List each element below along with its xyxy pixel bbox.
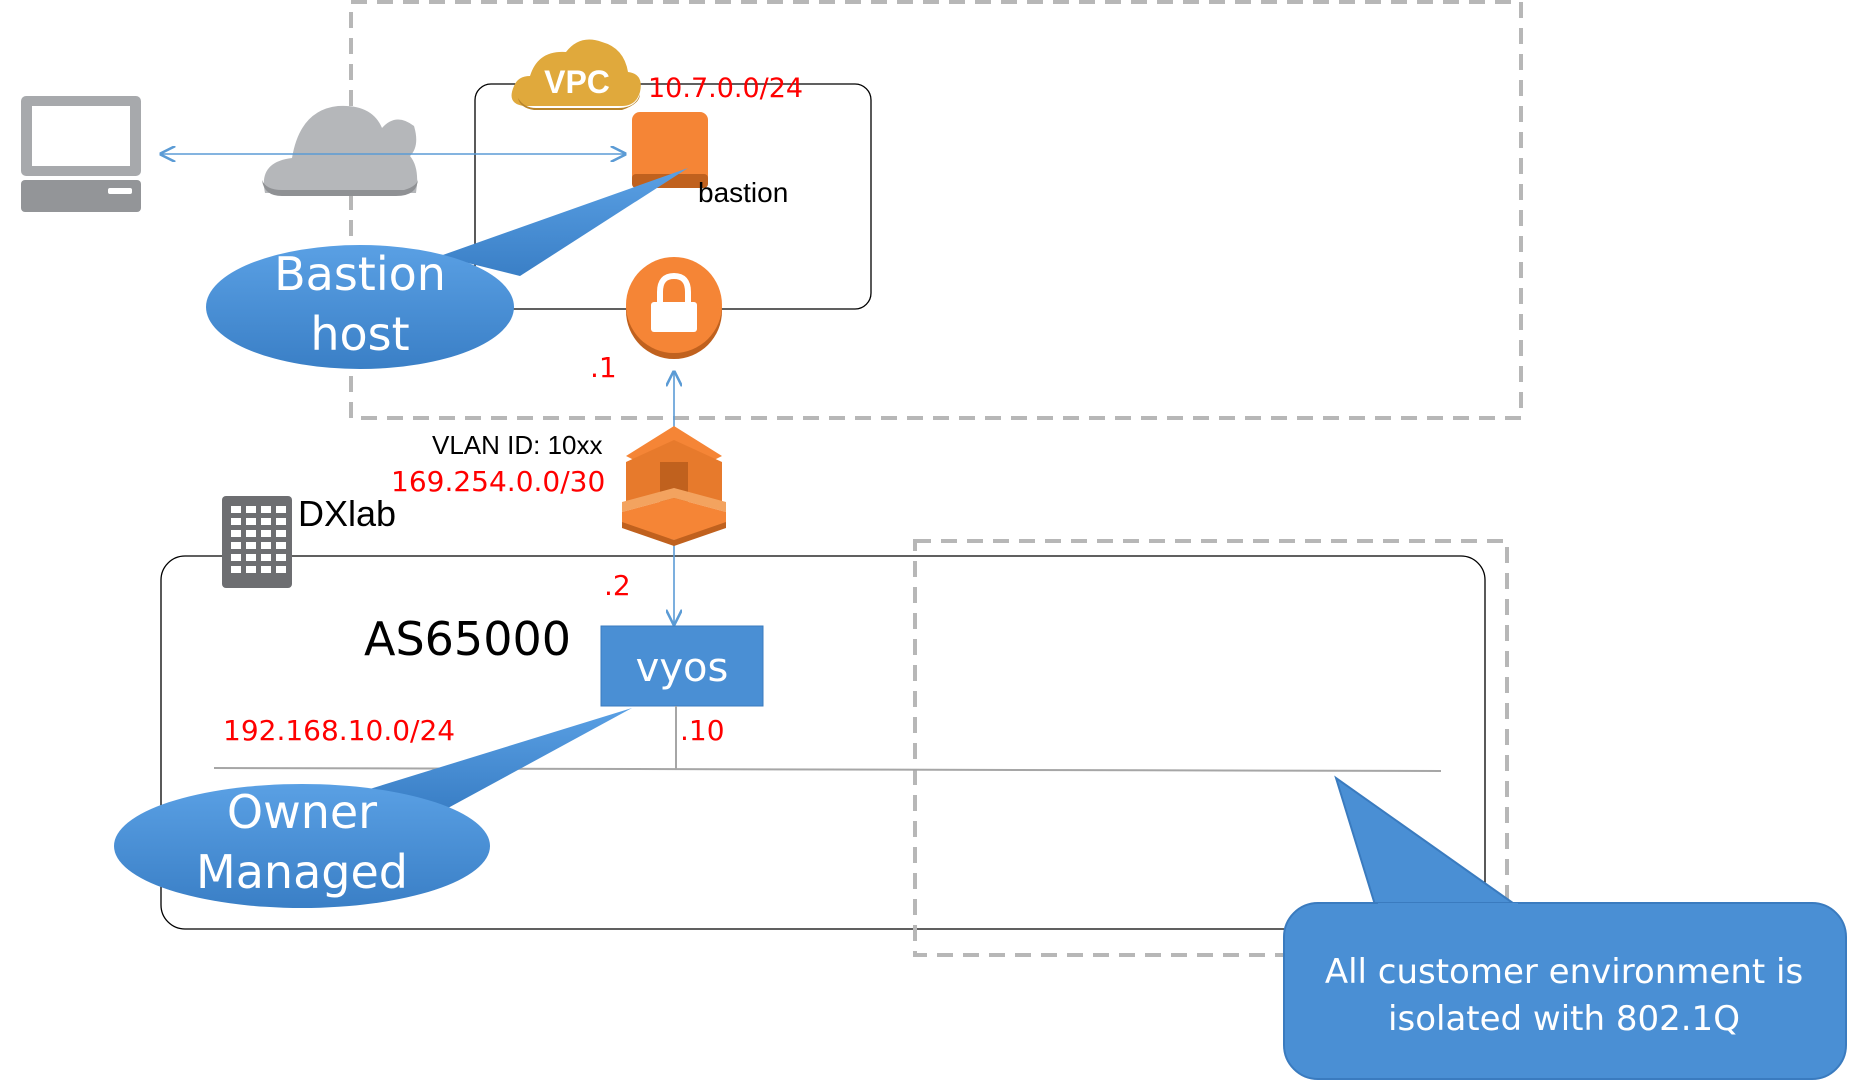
lan-ip-label: .10	[680, 714, 725, 747]
vpc-cidr: 10.7.0.0/24	[648, 73, 803, 104]
direct-connect-icon	[622, 426, 726, 546]
asn-label: AS65000	[364, 612, 571, 666]
vpc-badge-label: VPC	[544, 64, 610, 100]
vyos-router-box	[600, 625, 764, 707]
bastion-label: bastion	[698, 177, 788, 208]
customer-dashed-boundary	[913, 539, 1509, 957]
vgw-ip-label: .1	[590, 351, 617, 384]
bastion-callout-line2: host	[310, 307, 409, 361]
client-computer-icon	[21, 96, 141, 212]
router-ip-label: .2	[604, 569, 631, 602]
lan-cidr-label: 192.168.10.0/24	[223, 714, 455, 747]
vyos-router-label: vyos	[636, 645, 729, 691]
isolation-callout-line1: All customer environment is	[1325, 952, 1803, 992]
vpn-gateway-lock-icon	[626, 257, 722, 359]
bastion-callout-line1: Bastion	[274, 247, 446, 301]
bastion-host-callout: Bastion host	[206, 168, 688, 369]
dxlab-label: DXlab	[298, 493, 396, 534]
link-cidr-label: 169.254.0.0/30	[391, 465, 605, 498]
lan-segment-line	[213, 767, 1442, 772]
dxlab-box	[160, 555, 1486, 930]
vlan-id-label: VLAN ID: 10xx	[432, 430, 603, 460]
aws-dashed-boundary	[349, 0, 1523, 420]
vpc-badge: VPC	[511, 39, 641, 110]
internet-cloud-icon	[262, 105, 418, 196]
isolation-callout-line2: isolated with 802.1Q	[1388, 999, 1740, 1039]
owner-managed-callout: Owner Managed	[114, 708, 632, 908]
owner-callout-line2: Managed	[196, 845, 408, 899]
datacenter-building-icon	[222, 496, 292, 588]
isolation-callout: All customer environment is isolated wit…	[1283, 775, 1847, 1080]
owner-callout-line1: Owner	[227, 785, 377, 839]
